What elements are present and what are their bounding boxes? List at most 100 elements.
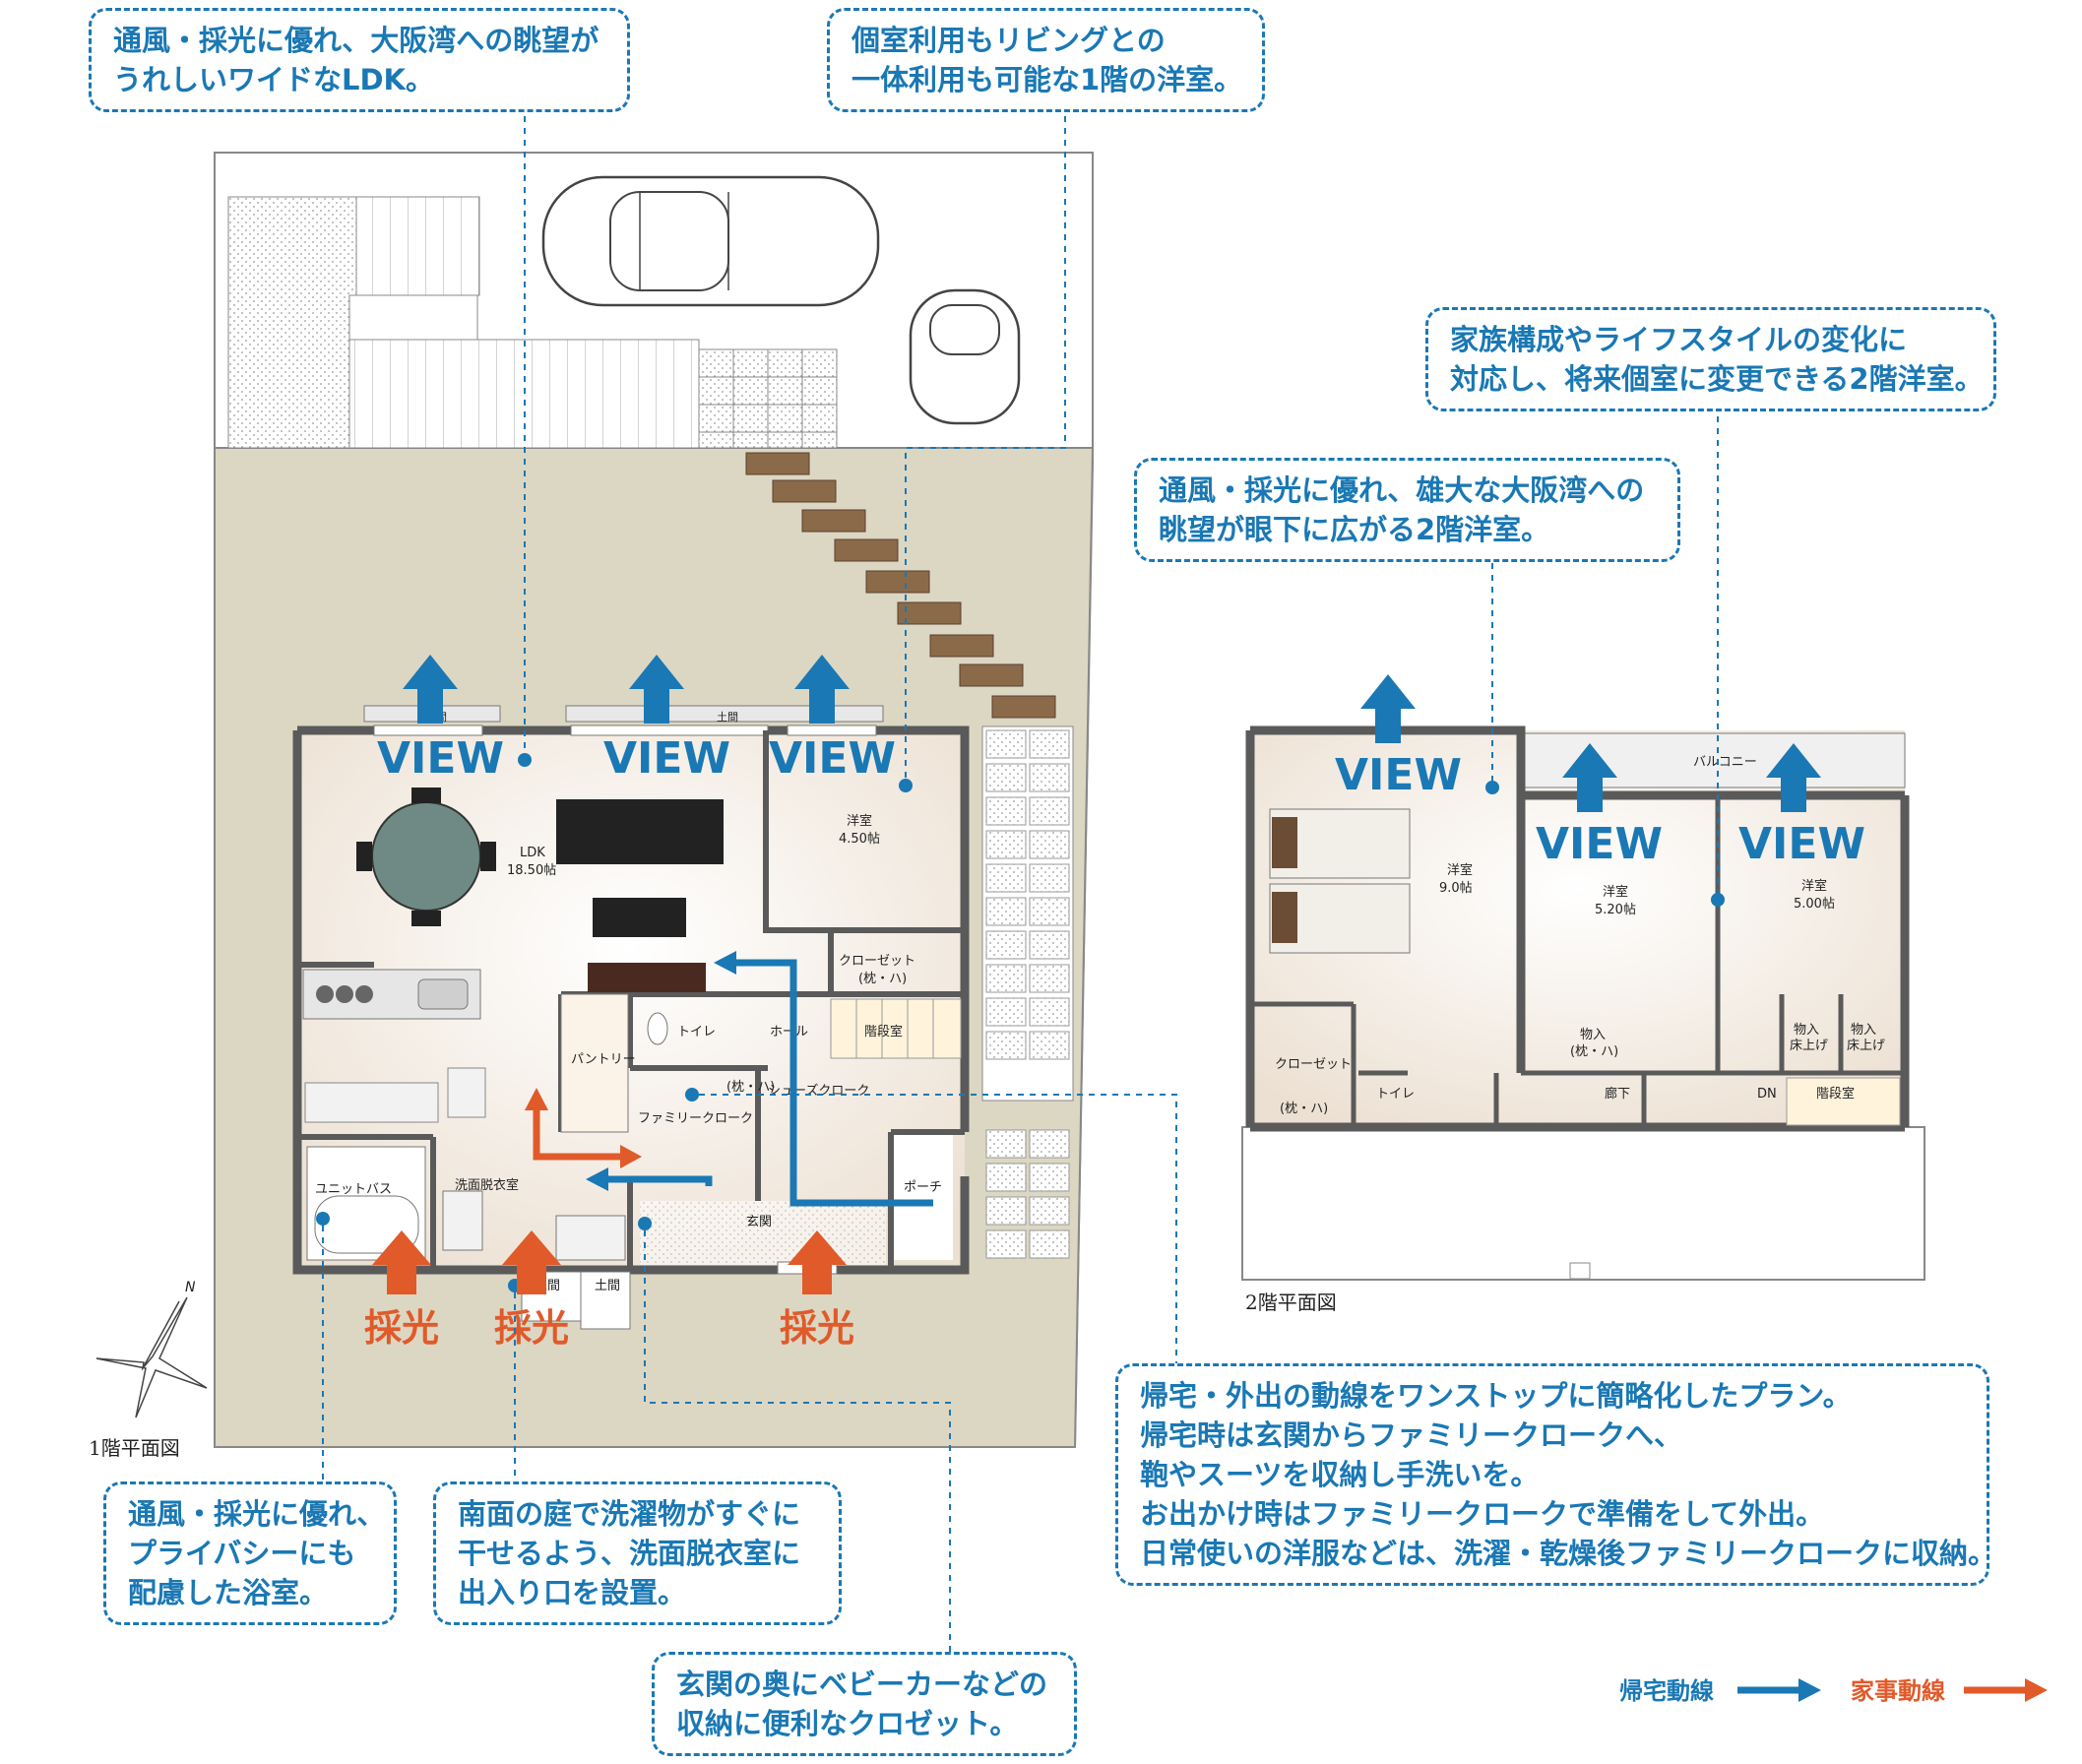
scooter-icon xyxy=(909,288,1021,425)
room-2f-a: 洋室 xyxy=(1447,862,1473,878)
view-label-2: VIEW xyxy=(603,733,730,784)
room-2f-a-size: 9.0帖 xyxy=(1439,881,1473,896)
room-2f-corridor: 廊下 xyxy=(1605,1086,1630,1102)
legend-chore-label: 家事動線 xyxy=(1851,1677,1945,1705)
room-2f-storage-sub: (枕・ハ) xyxy=(1570,1044,1618,1059)
callout-laundry: 南面の庭で洗濯物がすぐに 干せるよう、洗面脱衣室に 出入り口を設置。 xyxy=(433,1481,842,1625)
compass-icon xyxy=(95,1296,208,1418)
room-2f-c-size: 5.00帖 xyxy=(1794,897,1835,912)
doma-label-2: 土間 xyxy=(717,711,738,724)
light-label-1: 採光 xyxy=(364,1306,439,1350)
legend-chore-arrow-icon xyxy=(1964,1678,2048,1702)
room-family-cloak-sub: (枕・ハ) xyxy=(726,1080,775,1095)
callout-route-line-1: 帰宅・外出の動線をワンストップに簡略化したプラン。 xyxy=(1140,1379,1852,1413)
room-1f-youshitsu: 洋室 xyxy=(847,813,872,829)
callout-closet-line-1: 玄関の奥にベビーカーなどの xyxy=(676,1668,1048,1701)
callout-ldk-line-2: うれしいワイドなLDK。 xyxy=(113,63,435,96)
callout-room1f-line-1: 個室利用もリビングとの xyxy=(852,24,1166,57)
view-arrows-2f xyxy=(1360,674,1821,812)
view-label-3: VIEW xyxy=(769,733,896,784)
room-ldk: LDK xyxy=(520,846,545,860)
dining-table-icon xyxy=(356,788,496,926)
callout-laundry-line-2: 干せるよう、洗面脱衣室に xyxy=(458,1537,801,1570)
callout-room1f-line-2: 一体利用も可能な1階の洋室。 xyxy=(852,63,1243,96)
sofa-icon xyxy=(556,799,724,864)
room-1f-hall: ホール xyxy=(770,1025,808,1040)
room-2f-closet-sub: (枕・ハ) xyxy=(1280,1102,1328,1116)
floor2-house: バルコニー 洋室 9.0帖 xyxy=(1241,725,1925,1281)
callout-route-line-3: 鞄やスーツを収納し手洗いを。 xyxy=(1140,1458,1540,1491)
room-2f-closet: クローゼット xyxy=(1275,1057,1352,1072)
callout-room2f-view-line-1: 通風・採光に優れ、雄大な大阪湾への xyxy=(1159,473,1645,507)
callout-room1f: 個室利用もリビングとの 一体利用も可能な1階の洋室。 xyxy=(827,8,1265,112)
compass-n: N xyxy=(185,1280,196,1295)
callout-route-line-4: お出かけ時はファミリークロークで準備をして外出。 xyxy=(1140,1497,1825,1531)
room-1f-closet: クローゼット xyxy=(839,954,915,969)
room-2f-storage-raised-2: 物入 xyxy=(1851,1023,1876,1038)
room-unit-bath: ユニットバス xyxy=(315,1182,392,1197)
room-2f-storage: 物入 xyxy=(1580,1028,1606,1042)
room-2f-storage-raised-1: 物入 xyxy=(1794,1023,1819,1038)
bed-icons xyxy=(1269,808,1411,954)
legend-chore-route: 家事動線 xyxy=(1851,1671,1945,1706)
callout-closet-line-2: 収納に便利なクロゼット。 xyxy=(676,1707,1019,1740)
room-1f-stairs: 階段室 xyxy=(864,1024,903,1040)
room-2f-dn: DN xyxy=(1757,1087,1777,1102)
room-entrance: 玄関 xyxy=(746,1215,772,1229)
callout-closet: 玄関の奥にベビーカーなどの 収納に便利なクロゼット。 xyxy=(652,1652,1077,1756)
callout-bath-line-1: 通風・採光に優れ、 xyxy=(128,1497,386,1531)
car-icon xyxy=(541,175,880,307)
room-shoe-cloak: シューズクローク xyxy=(768,1083,869,1099)
legend-home-label: 帰宅動線 xyxy=(1619,1677,1714,1705)
balcony-label: バルコニー xyxy=(1693,755,1757,770)
callout-route: 帰宅・外出の動線をワンストップに簡略化したプラン。 帰宅時は玄関からファミリーク… xyxy=(1115,1363,1997,1586)
legend-home-arrow-icon xyxy=(1737,1678,1821,1702)
floor1-label: 1階平面図 xyxy=(89,1436,180,1460)
view-label-1: VIEW xyxy=(377,733,504,784)
floor2-label: 2階平面図 xyxy=(1245,1291,1337,1314)
legend-home-route: 帰宅動線 xyxy=(1619,1671,1714,1706)
light-arrows xyxy=(372,1230,847,1294)
callout-route-line-2: 帰宅時は玄関からファミリークロークへ、 xyxy=(1140,1418,1683,1452)
light-label-3: 採光 xyxy=(780,1306,854,1350)
view-label-6: VIEW xyxy=(1738,819,1865,869)
callout-ldk-line-1: 通風・採光に優れ、大阪湾への眺望が xyxy=(113,24,599,57)
callout-bath-line-2: プライバシーにも xyxy=(128,1537,356,1570)
room-pantry: パントリー xyxy=(571,1052,636,1067)
chore-route-arrows xyxy=(525,1088,642,1168)
room-2f-toilet: トイレ xyxy=(1376,1087,1415,1102)
callout-room2f-change-line-1: 家族構成やライフスタイルの変化に xyxy=(1450,323,1908,356)
callout-room2f-view: 通風・採光に優れ、雄大な大阪湾への 眺望が眼下に広がる2階洋室。 xyxy=(1134,458,1680,562)
room-2f-b: 洋室 xyxy=(1603,884,1628,900)
room-2f-storage-raised-1b: 床上げ xyxy=(1790,1039,1828,1053)
room-family-cloak: ファミリークローク xyxy=(638,1111,753,1126)
room-2f-stairs: 階段室 xyxy=(1816,1086,1855,1102)
callout-ldk: 通風・採光に優れ、大阪湾への眺望が うれしいワイドなLDK。 xyxy=(89,8,630,112)
view-arrows-1f xyxy=(403,655,850,724)
room-1f-toilet: トイレ xyxy=(677,1025,716,1040)
callout-laundry-line-1: 南面の庭で洗濯物がすぐに xyxy=(458,1497,801,1531)
view-label-4: VIEW xyxy=(1335,750,1462,800)
callout-room2f-change: 家族構成やライフスタイルの変化に 対応し、将来個室に変更できる2階洋室。 xyxy=(1425,307,1996,411)
table-icon xyxy=(588,963,706,992)
callout-laundry-line-3: 出入り口を設置。 xyxy=(458,1576,687,1609)
stepping-stones xyxy=(745,452,1056,719)
tv-board-icon xyxy=(593,898,686,937)
callout-bath-line-3: 配慮した浴室。 xyxy=(128,1576,329,1609)
callout-bath: 通風・採光に優れ、 プライバシーにも 配慮した浴室。 xyxy=(103,1481,397,1625)
view-label-5: VIEW xyxy=(1536,819,1663,869)
callout-room2f-change-line-2: 対応し、将来個室に変更できる2階洋室。 xyxy=(1450,362,1984,396)
room-washroom: 洗面脱衣室 xyxy=(455,1177,519,1193)
home-route-arrows xyxy=(586,951,933,1207)
room-ldk-size: 18.50帖 xyxy=(507,863,556,878)
light-label-2: 採光 xyxy=(494,1306,569,1350)
room-1f-closet-sub: (枕・ハ) xyxy=(858,972,907,986)
callout-room2f-view-line-2: 眺望が眼下に広がる2階洋室。 xyxy=(1159,513,1550,546)
leader-lines xyxy=(322,116,1719,1654)
room-2f-storage-raised-2b: 床上げ xyxy=(1847,1039,1885,1053)
room-2f-b-size: 5.20帖 xyxy=(1595,903,1636,917)
doma-label-4: 土間 xyxy=(595,1279,620,1293)
room-porch: ポーチ xyxy=(904,1180,942,1195)
callout-route-line-5: 日常使いの洋服などは、洗濯・乾燥後ファミリークロークに収納。 xyxy=(1140,1537,1997,1570)
